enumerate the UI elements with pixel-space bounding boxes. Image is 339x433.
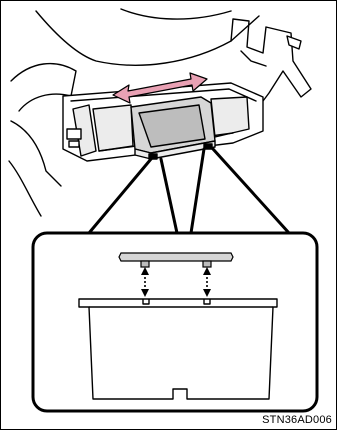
console-switch	[67, 129, 81, 139]
console-outline	[36, 11, 259, 65]
clip-tab-right	[203, 261, 211, 267]
clip-tab-left	[141, 261, 149, 267]
compartment-inner-left	[93, 105, 133, 151]
figure-code: STN36AD006	[262, 414, 332, 426]
console-illustration	[9, 9, 311, 216]
console-left-curve	[9, 161, 41, 216]
compartment-inner-right	[211, 97, 249, 137]
callout-connectors	[89, 149, 289, 233]
console-switch-lower	[69, 141, 79, 147]
armrest-latch	[287, 36, 301, 49]
tray-body	[79, 299, 277, 399]
sliding-tray-well	[139, 105, 205, 147]
console-lid-top	[121, 9, 231, 19]
